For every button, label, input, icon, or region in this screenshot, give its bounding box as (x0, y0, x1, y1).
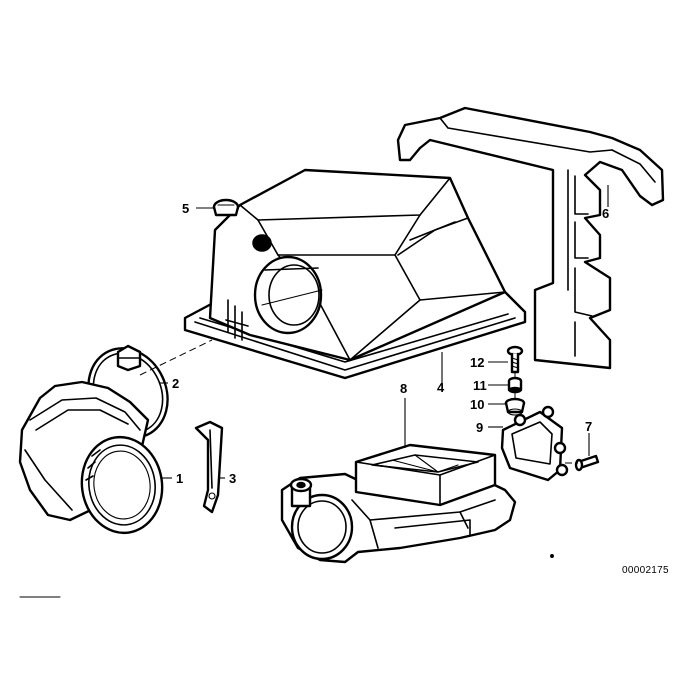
part-8-air-flow-meter (280, 443, 517, 564)
part-7-screw (574, 454, 600, 472)
part-6-bracket (396, 106, 665, 370)
callout-9: 9 (476, 420, 483, 435)
callout-11: 11 (473, 378, 487, 393)
callout-5: 5 (182, 201, 189, 216)
callout-4: 4 (437, 380, 445, 395)
callout-numbers: 1 2 3 4 5 6 7 8 9 10 11 12 (172, 201, 609, 486)
callout-8: 8 (400, 381, 407, 396)
callout-6: 6 (602, 206, 609, 221)
part-12-screw (506, 345, 524, 374)
callout-1: 1 (176, 471, 183, 486)
part-9-mounting-bracket (500, 405, 569, 482)
leader-lines (139, 185, 609, 479)
dot-mark (550, 554, 554, 558)
callout-3: 3 (229, 471, 236, 486)
part-5-cap (212, 198, 240, 217)
document-number: 00002175 (622, 565, 669, 576)
part-11-sleeve (507, 376, 523, 394)
callout-10: 10 (470, 397, 484, 412)
callout-2: 2 (172, 376, 179, 391)
part-3-strap (194, 420, 224, 514)
callout-12: 12 (470, 355, 484, 370)
part-1-intake-boot (18, 380, 164, 535)
part-4-filter-housing (183, 168, 527, 380)
callout-7: 7 (585, 419, 592, 434)
part-10-grommet (504, 397, 526, 416)
